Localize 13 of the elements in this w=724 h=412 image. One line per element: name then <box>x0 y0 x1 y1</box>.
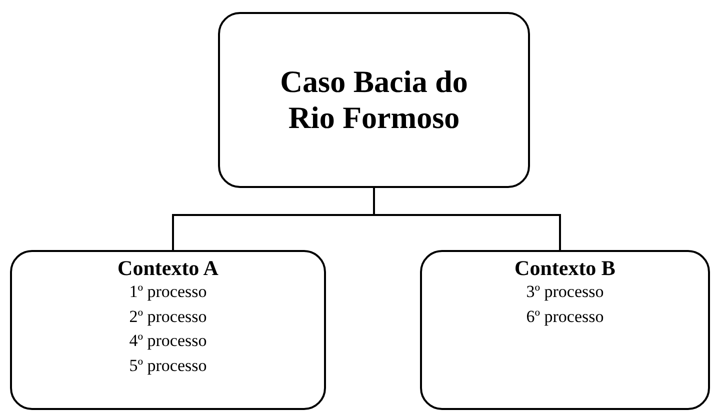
heading: Contexto A <box>118 256 218 280</box>
process-label: 2º processo <box>129 306 207 328</box>
heading: Caso Bacia do Rio Formoso <box>279 64 469 136</box>
context-box <box>10 250 326 410</box>
heading: Contexto B <box>514 256 616 280</box>
connector-line <box>373 188 561 250</box>
context-box <box>420 250 710 410</box>
process-label: 5º processo <box>129 354 207 377</box>
process-label: 1º processo <box>129 281 207 303</box>
root-box <box>218 12 530 188</box>
process-label: 4º processo <box>129 330 207 352</box>
process-label: 6º processo <box>526 306 604 328</box>
process-label: 3º processo <box>526 281 604 303</box>
